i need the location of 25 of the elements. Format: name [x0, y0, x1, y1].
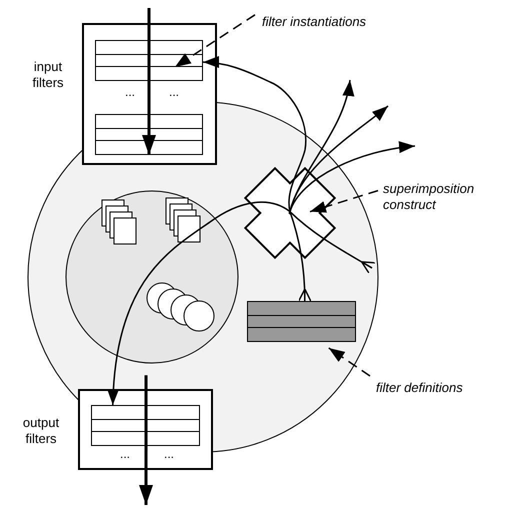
- arrow: [107, 202, 290, 406]
- ellipsis-text: ...: [125, 87, 136, 97]
- arrow: [289, 141, 416, 212]
- leader-line: [310, 190, 378, 214]
- annotation-text: filter definitions: [376, 380, 506, 396]
- filter-table: [95, 40, 203, 81]
- leader-line: [328, 347, 370, 377]
- annotation-text: filter instantiations: [262, 14, 422, 30]
- annotation-text: superimposition construct: [383, 181, 515, 213]
- ellipsis-text: ...: [164, 449, 174, 459]
- superimposition-drawing: [243, 168, 336, 259]
- leader-line: [174, 14, 256, 68]
- arrow: [142, 8, 156, 155]
- panel-heading: output filters: [22, 415, 60, 447]
- arrow: [139, 375, 153, 505]
- arrow: [202, 56, 306, 212]
- arrow: [289, 105, 388, 212]
- connector: [289, 211, 312, 302]
- panel-heading: input filters: [31, 59, 65, 91]
- ellipsis-text: ...: [120, 449, 130, 459]
- ellipsis-text: ...: [169, 87, 180, 97]
- definition-table: [247, 301, 356, 342]
- filter-table: [91, 405, 200, 446]
- filter-table: [95, 114, 203, 155]
- connector: [289, 211, 376, 274]
